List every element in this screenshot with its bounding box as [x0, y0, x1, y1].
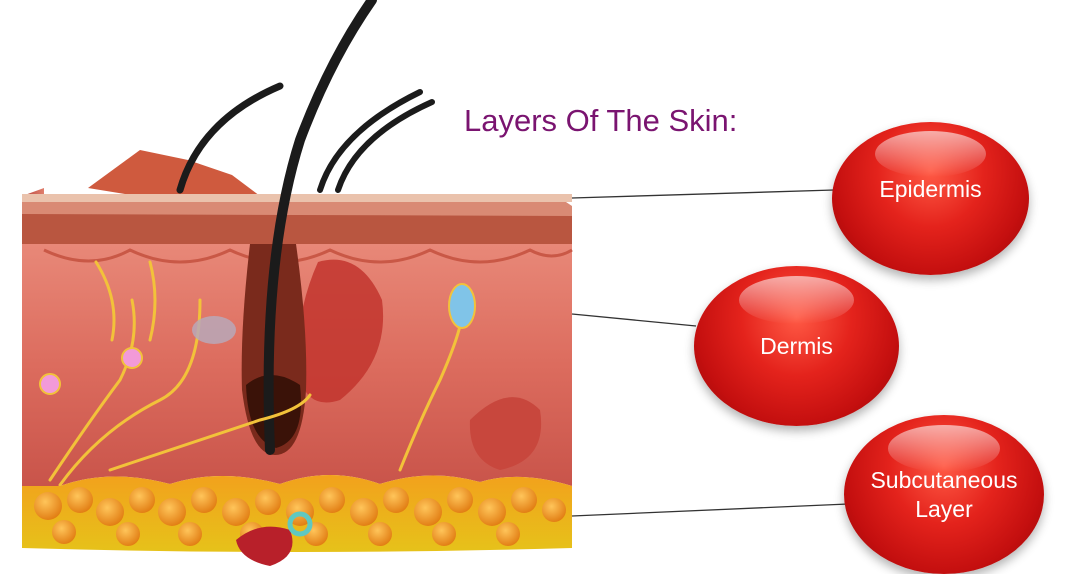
- diagram-title: Layers Of The Skin:: [464, 103, 737, 139]
- dermis-label: Dermis: [760, 332, 833, 361]
- cell-cluster: [192, 316, 236, 344]
- connector-dermis: [572, 314, 696, 326]
- connector-epidermis: [572, 190, 834, 198]
- connector-subcutaneous: [572, 504, 848, 516]
- epidermis-label: Epidermis: [879, 175, 981, 204]
- subcutaneous-layer-bubble: Subcutaneous Layer: [844, 415, 1044, 574]
- subcutaneous-layer-label: Subcutaneous Layer: [870, 466, 1017, 524]
- epidermis-lower: [22, 214, 572, 244]
- skin-top-flap: [88, 150, 260, 198]
- epidermis-surface: [22, 194, 572, 202]
- epidermis-bubble: Epidermis: [832, 122, 1029, 275]
- dermis-bubble: Dermis: [694, 266, 899, 426]
